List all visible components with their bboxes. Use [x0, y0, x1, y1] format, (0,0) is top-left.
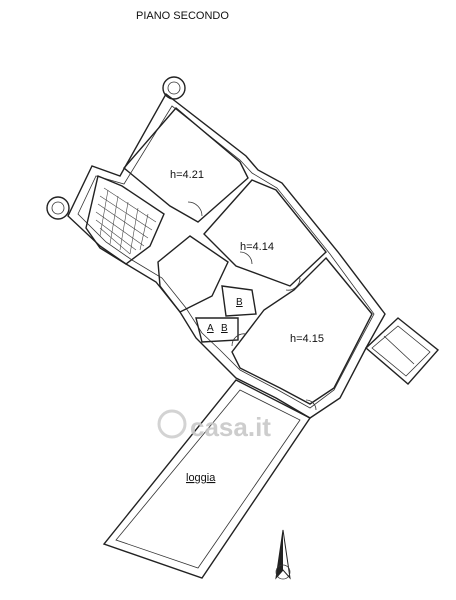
- label-b-top: B: [236, 297, 243, 308]
- room-2-outline: [203, 179, 327, 287]
- staircase: [85, 175, 165, 265]
- label-a: A: [207, 323, 214, 334]
- watermark-text: casa.it: [190, 412, 271, 442]
- building-outline: [67, 92, 386, 419]
- watermark: casa.it: [157, 409, 271, 442]
- loggia-label: loggia: [186, 472, 216, 484]
- corner-tower-left: [46, 196, 70, 220]
- room-1-height: h=4.21: [170, 169, 204, 181]
- room-3-height: h=4.15: [290, 333, 324, 345]
- loggia-area: [102, 379, 312, 579]
- plan-title: PIANO SECONDO: [136, 10, 229, 22]
- north-arrow-icon: [275, 529, 291, 580]
- room-2-height: h=4.14: [240, 241, 274, 253]
- closet-ab: [195, 317, 239, 343]
- room-3-outline: [231, 256, 373, 405]
- room-1-outline: [123, 107, 249, 223]
- door-arcs: [187, 201, 317, 411]
- balcony-right: [364, 317, 440, 385]
- label-b-bottom: B: [221, 323, 228, 334]
- service-block: [157, 235, 229, 313]
- corner-tower-top: [162, 76, 186, 100]
- closet-b: [221, 285, 257, 317]
